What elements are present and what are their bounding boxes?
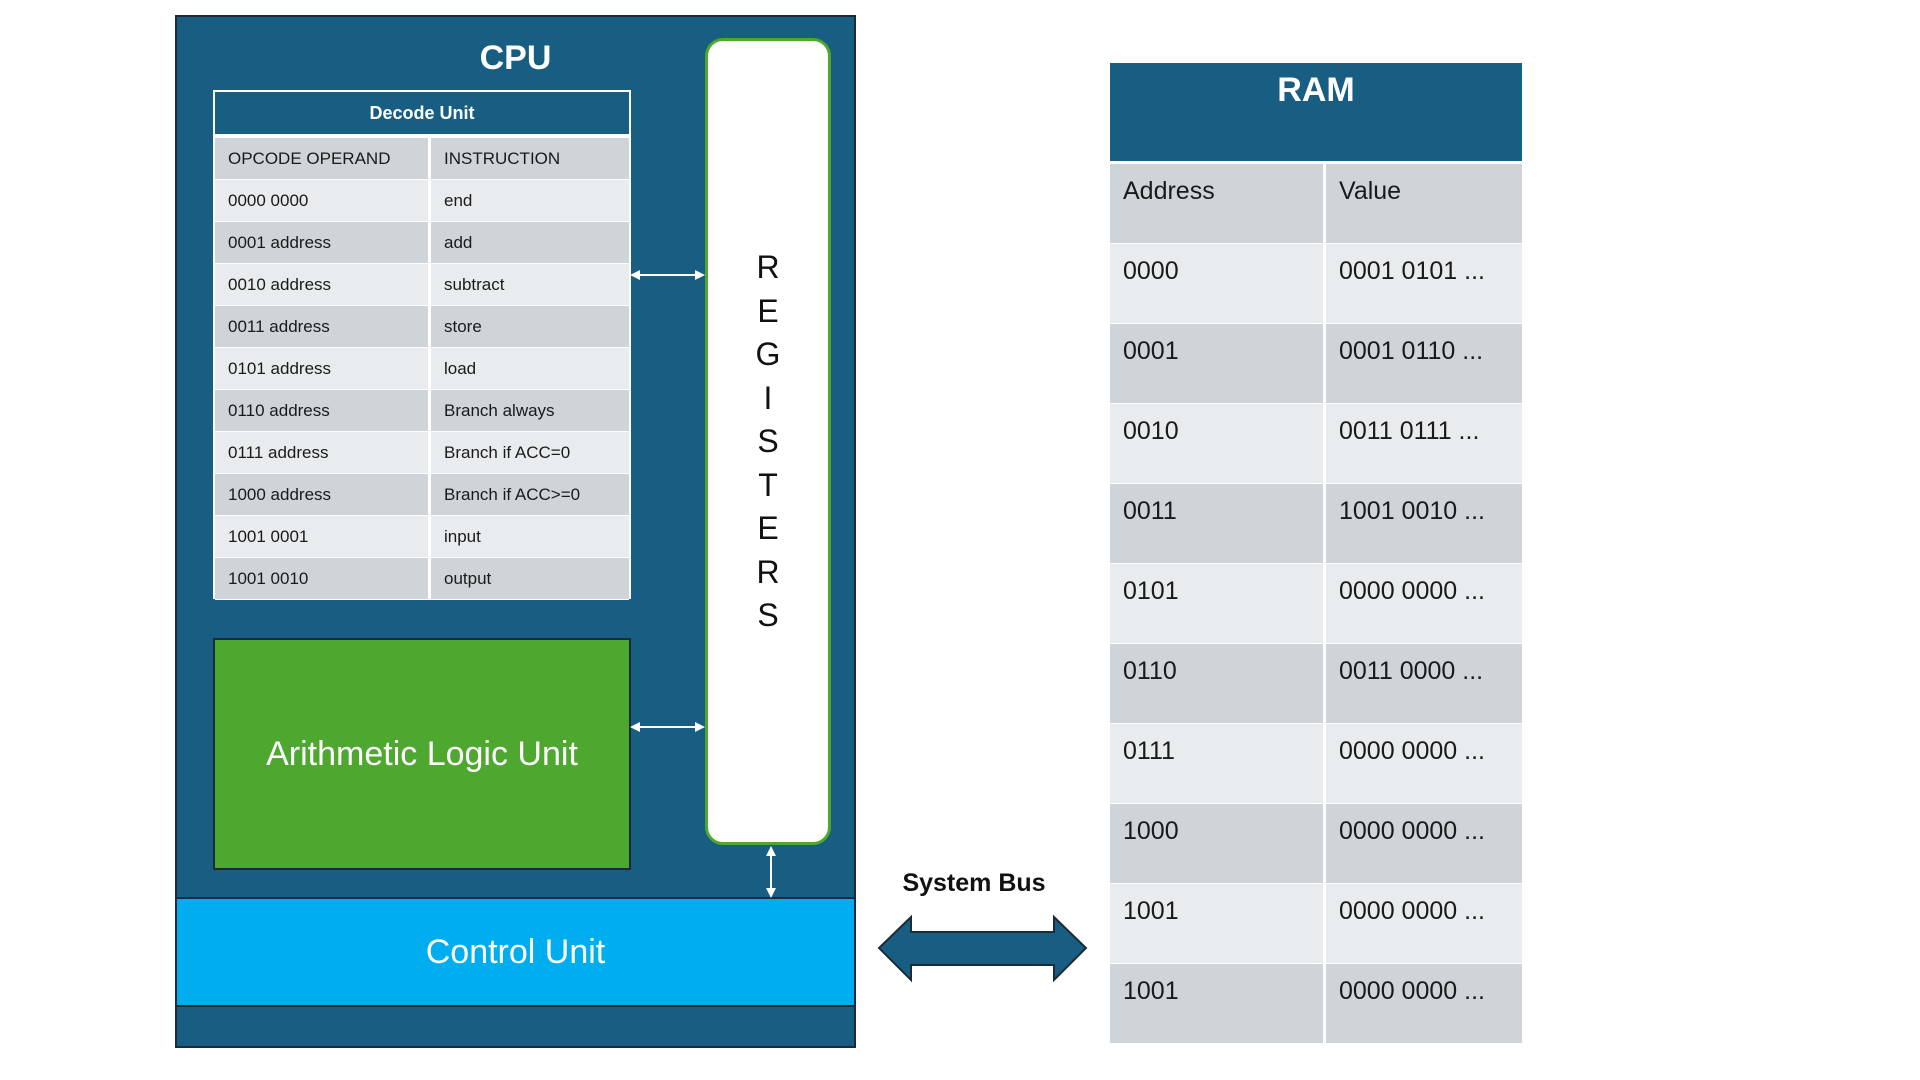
ram-address-cell: 0110 [1110, 644, 1326, 723]
ram-row: 0010 0011 0111 ... [1110, 404, 1522, 484]
ram-address-cell: Address [1110, 164, 1326, 243]
ram-address-cell: 1000 [1110, 804, 1326, 883]
decode-instruction-cell: Branch if ACC=0 [444, 442, 571, 462]
decode-opcode-cell: 1000 address [215, 474, 431, 515]
cpu-title: CPU [479, 39, 552, 77]
registers-letter: I [763, 379, 773, 416]
alu-box: Arithmetic Logic Unit [213, 638, 631, 870]
ram-rows: Address Value 0000 0001 0101 ... 0001 0001 01… [1110, 164, 1522, 1044]
decode-row: 0101 address load [215, 348, 629, 390]
ram-value-cell: 1001 0010 ... [1339, 497, 1485, 525]
decode-instruction-cell: Branch if ACC>=0 [444, 484, 581, 504]
ram-row: 1001 0000 0000 ... [1110, 964, 1522, 1044]
decode-opcode-cell: 1001 0010 [215, 558, 431, 599]
decode-row: 1000 address Branch if ACC>=0 [215, 474, 629, 516]
ram-address-cell: 1001 [1110, 884, 1326, 963]
ram-row: 0001 0001 0110 ... [1110, 324, 1522, 404]
ram-value-cell: 0000 0000 ... [1339, 897, 1485, 925]
ram-row: 1001 0000 0000 ... [1110, 884, 1522, 964]
system-bus-label: System Bus [902, 869, 1046, 897]
decode-unit-table: Decode Unit OPCODE OPERAND INSTRUCTION 000… [213, 90, 631, 600]
decode-row: 0111 address Branch if ACC=0 [215, 432, 629, 474]
decode-opcode-cell: 0010 address [215, 264, 431, 305]
decode-instruction-cell: subtract [444, 274, 505, 294]
ram-row: 0000 0001 0101 ... [1110, 244, 1522, 324]
ram-title: RAM [1110, 63, 1522, 161]
decode-instruction-cell: store [444, 316, 482, 336]
decode-row: 0110 address Branch always [215, 390, 629, 432]
decode-instruction-cell: output [444, 568, 492, 588]
decode-opcode-cell: 0000 0000 [215, 180, 431, 221]
decode-row: 0001 address add [215, 222, 629, 264]
ram-address-cell: 0000 [1110, 244, 1326, 323]
decode-row: 0000 0000 end [215, 180, 629, 222]
decode-header-row: OPCODE OPERAND INSTRUCTION [215, 138, 629, 180]
decode-opcode-cell: 0101 address [215, 348, 431, 389]
decode-row: 0011 address store [215, 306, 629, 348]
ram-row: 1000 0000 0000 ... [1110, 804, 1522, 884]
ram-address-cell: 0101 [1110, 564, 1326, 643]
ram-address-cell: 0001 [1110, 324, 1326, 403]
ram-value-cell: 0011 0111 ... [1339, 417, 1480, 445]
ram-value-cell: 0000 0000 ... [1339, 817, 1485, 845]
decode-row: 1001 0010 output [215, 558, 629, 600]
ram-value-cell: 0011 0000 ... [1339, 657, 1484, 685]
registers-letter: E [757, 292, 779, 329]
decode-opcode-cell: 0110 address [215, 390, 431, 431]
ram-value-cell: 0001 0110 ... [1339, 337, 1484, 365]
registers-letter: R [756, 249, 780, 285]
ram-address-cell: 1001 [1110, 964, 1326, 1043]
decode-instruction-cell: end [444, 190, 473, 210]
ram-row: 0101 0000 0000 ... [1110, 564, 1522, 644]
ram-address-cell: 0011 [1110, 484, 1326, 563]
decode-opcode-cell: OPCODE OPERAND [215, 138, 431, 179]
decode-instruction-cell: add [444, 232, 473, 252]
decode-opcode-cell: 0011 address [215, 306, 431, 347]
registers-letter: R [756, 553, 780, 590]
decode-row: 1001 0001 input [215, 516, 629, 558]
alu-label: Arithmetic Logic Unit [266, 734, 578, 773]
registers-letter: G [755, 336, 781, 372]
ram-row: 0011 1001 0010 ... [1110, 484, 1522, 564]
ram-value-cell: 0000 0000 ... [1339, 577, 1485, 605]
registers-letter: S [757, 423, 779, 459]
control-unit-box: Control Unit [175, 897, 856, 1007]
registers-letter: E [757, 510, 779, 546]
ram-value-cell: 0001 0101 ... [1339, 257, 1485, 285]
ram-address-cell: 0010 [1110, 404, 1326, 483]
decode-instruction-cell: INSTRUCTION [444, 148, 561, 168]
decode-opcode-cell: 1001 0001 [215, 516, 431, 557]
registers-letter: S [757, 597, 779, 633]
ram-value-cell: Value [1339, 177, 1402, 205]
ram-row: 0110 0011 0000 ... [1110, 644, 1522, 724]
decode-unit-title: Decode Unit [215, 92, 629, 136]
system-bus-arrow [877, 914, 1088, 983]
ram-address-cell: 0111 [1110, 724, 1326, 803]
ram-row: 0111 0000 0000 ... [1110, 724, 1522, 804]
registers-letter: T [758, 466, 778, 503]
decode-row: 0010 address subtract [215, 264, 629, 306]
ram-header-row: Address Value [1110, 164, 1522, 244]
decode-instruction-cell: load [444, 358, 477, 378]
decode-opcode-cell: 0111 address [215, 432, 431, 473]
ram-value-cell: 0000 0000 ... [1339, 737, 1485, 765]
decode-instruction-cell: Branch always [444, 400, 555, 420]
ram-value-cell: 0000 0000 ... [1339, 977, 1485, 1005]
control-unit-label: Control Unit [425, 932, 606, 971]
decode-instruction-cell: input [444, 526, 481, 546]
decode-opcode-cell: 0001 address [215, 222, 431, 263]
